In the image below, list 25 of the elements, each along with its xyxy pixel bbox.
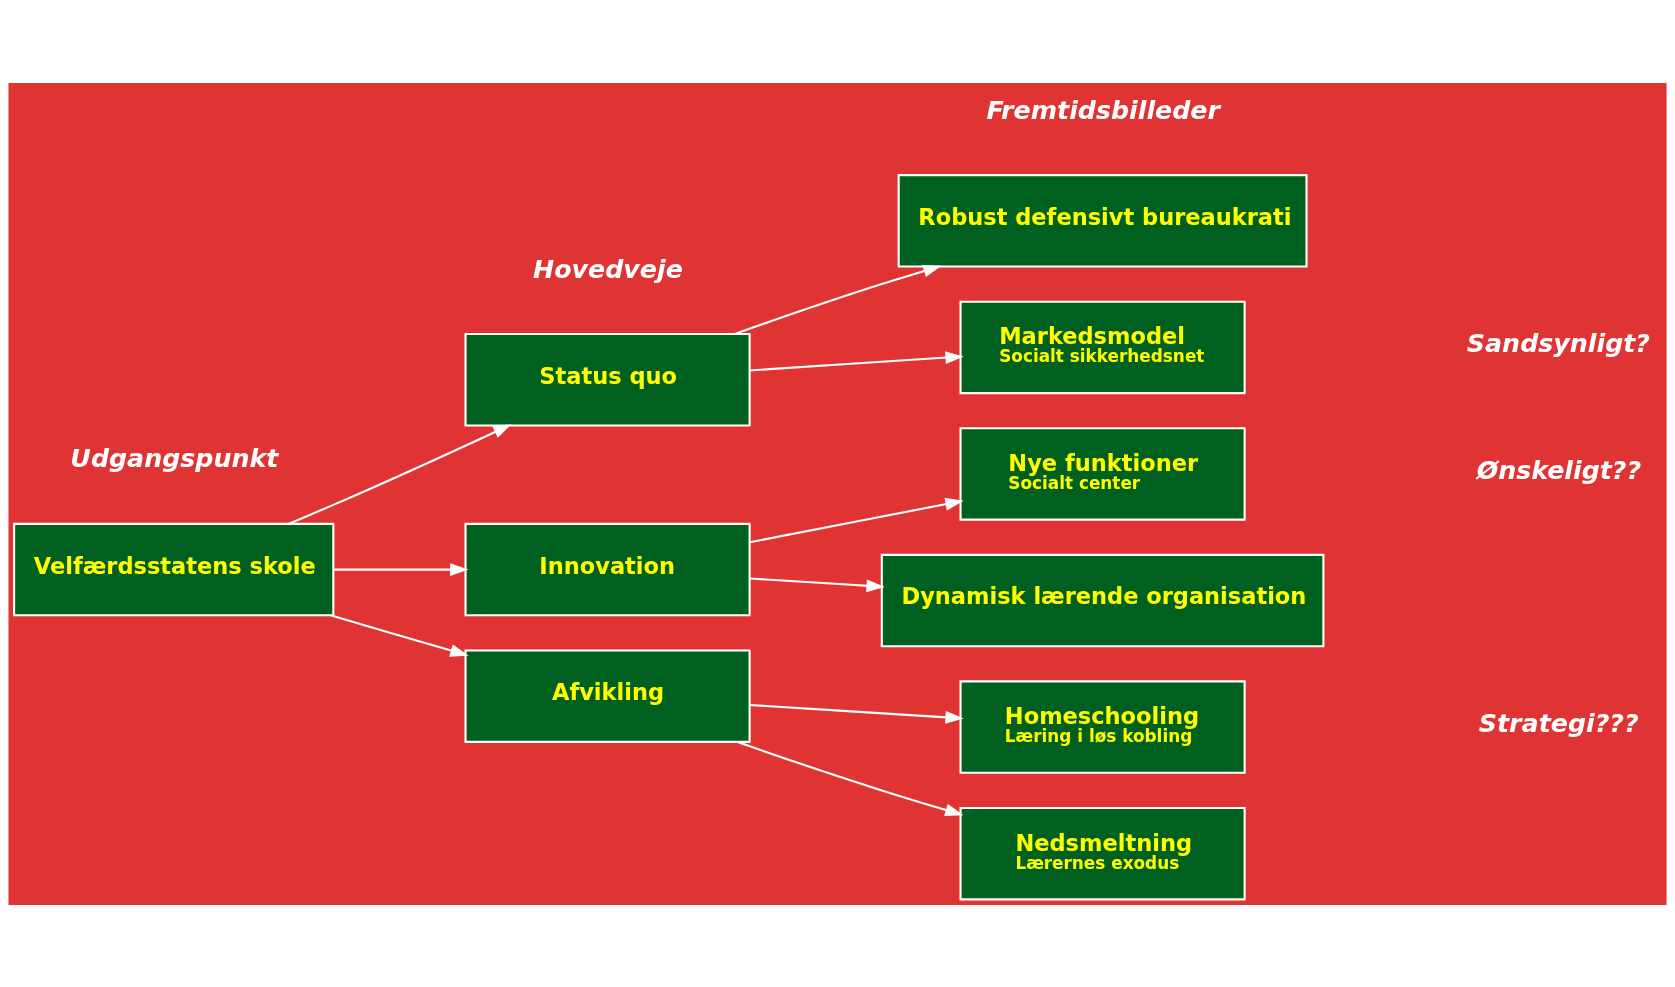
arrow bbox=[749, 350, 964, 372]
arrow bbox=[333, 562, 469, 576]
arrow bbox=[749, 497, 964, 543]
label: Hovedveje bbox=[533, 254, 683, 284]
node-box: Innovation bbox=[464, 522, 751, 616]
node-box: Dynamisk lærende organisation bbox=[880, 553, 1325, 647]
node-box: Robust defensivt bureaukrati bbox=[897, 173, 1308, 268]
node-box: Markedsmodel Socialt sikkerhedsnet bbox=[959, 300, 1246, 394]
arrow bbox=[331, 613, 469, 657]
node-box: Status quo bbox=[464, 332, 751, 426]
label: Udgangspunkt bbox=[70, 443, 279, 473]
node-box: Nedsmeltning Lærernes exodus bbox=[959, 806, 1246, 900]
node-box: Homeschooling Læring i løs kobling bbox=[959, 679, 1246, 774]
node-box: Nye funktioner Socialt center bbox=[959, 426, 1246, 521]
label: Sandsynligt? bbox=[1466, 328, 1651, 358]
arrow bbox=[736, 740, 964, 816]
label: Fremtidsbilleder bbox=[986, 95, 1221, 125]
label: Strategi??? bbox=[1478, 708, 1639, 738]
arrow bbox=[749, 703, 964, 724]
node-box: Velfærdsstatens skole bbox=[13, 522, 335, 616]
node-box: Afvikling bbox=[464, 648, 751, 743]
arrow bbox=[734, 264, 942, 335]
label: Ønskeligt?? bbox=[1476, 455, 1642, 485]
arrow bbox=[288, 423, 512, 525]
arrow bbox=[749, 576, 885, 592]
